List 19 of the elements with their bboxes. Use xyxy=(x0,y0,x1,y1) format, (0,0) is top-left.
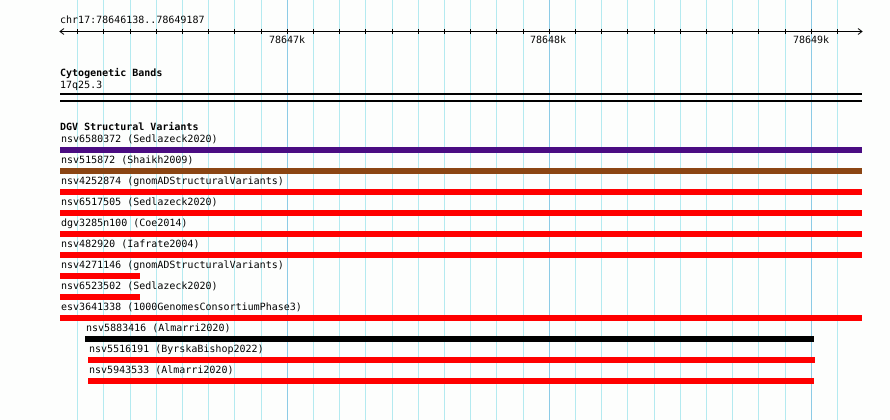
track-title: Cytogenetic Bands xyxy=(60,68,162,80)
tick-label: 78648k xyxy=(530,35,566,47)
variant-label: dgv3285n100 (Coe2014) xyxy=(61,218,188,230)
variant-label: nsv5516191 (ByrskaBishop2022) xyxy=(89,344,264,356)
tick-label: 78649k xyxy=(792,35,830,47)
variant-label: nsv515872 (Shaikh2009) xyxy=(61,155,194,167)
band-label: 17q25.3 xyxy=(60,80,102,92)
tick-label: 78647k xyxy=(268,35,306,47)
variant-label: nsv6517505 (Sedlazeck2020) xyxy=(61,197,218,209)
variant-label: nsv4271146 (gnomADStructuralVariants) xyxy=(61,260,284,272)
variant-label: nsv482920 (Iafrate2004) xyxy=(61,239,200,251)
variant-label: esv3641338 (1000GenomesConsortiumPhase3) xyxy=(61,302,302,314)
position-label: chr17:78646138..78649187 xyxy=(60,15,204,27)
track-title: DGV Structural Variants xyxy=(60,122,198,134)
variant-label: nsv6523502 (Sedlazeck2020) xyxy=(61,281,218,293)
variant-label: nsv4252874 (gnomADStructuralVariants) xyxy=(61,176,284,188)
variant-label: nsv5883416 (Almarri2020) xyxy=(86,323,230,335)
variant-label: nsv6580372 (Sedlazeck2020) xyxy=(61,134,218,146)
variant-label: nsv5943533 (Almarri2020) xyxy=(89,365,234,377)
